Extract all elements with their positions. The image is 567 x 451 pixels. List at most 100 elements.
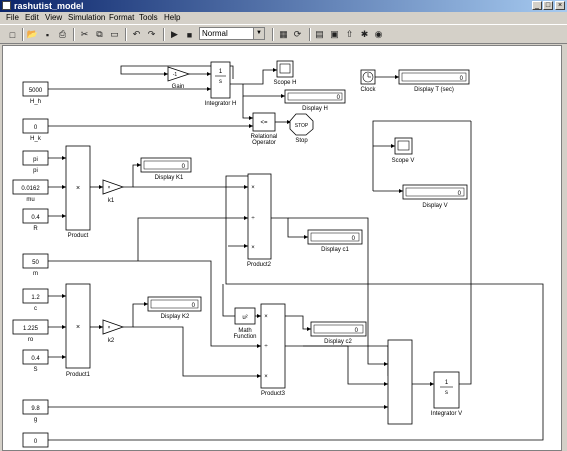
svg-text:u²: u² — [242, 315, 247, 321]
svg-text:1: 1 — [219, 69, 223, 75]
gain-block[interactable]: -1 Gain — [167, 66, 191, 90]
constant-h-k[interactable]: 0 H_k — [22, 118, 49, 142]
svg-text:Integrator V: Integrator V — [431, 411, 462, 417]
svg-text:0: 0 — [34, 439, 38, 445]
display-k1-block[interactable]: 0 Display K1 — [140, 157, 192, 181]
svg-text:ro: ro — [28, 337, 34, 343]
svg-text:Product3: Product3 — [261, 391, 286, 397]
menu-format[interactable]: Format — [109, 13, 135, 22]
relational-operator-block[interactable]: <= Relational Operator — [251, 112, 278, 146]
constant-ro[interactable]: 1.225 ro — [12, 319, 49, 343]
svg-text:×: × — [264, 314, 268, 320]
svg-text:9.8: 9.8 — [31, 406, 40, 412]
menu-simulation[interactable]: Simulation — [68, 13, 106, 22]
scope-v-block[interactable]: Scope V — [392, 137, 415, 164]
cut-icon[interactable]: ✂ — [80, 29, 89, 39]
svg-text:k1: k1 — [108, 198, 115, 204]
constant-c[interactable]: 1.2 c — [22, 288, 49, 312]
svg-text:Product2: Product2 — [247, 262, 272, 268]
menu-edit[interactable]: Edit — [25, 13, 39, 22]
integrator-v-block[interactable]: 1 s Integrator V — [431, 371, 462, 417]
product3-block[interactable]: × ÷ × Product3 — [260, 303, 286, 397]
integrator-h-block[interactable]: 1 s Integrator H — [205, 61, 237, 107]
scope-h-block[interactable]: Scope H — [273, 60, 297, 86]
svg-text:Display H: Display H — [302, 106, 328, 112]
open-icon[interactable]: 📂 — [26, 29, 39, 39]
svg-text:×: × — [108, 325, 111, 331]
svg-text:H_h: H_h — [30, 99, 41, 105]
copy-icon[interactable]: ⧉ — [96, 29, 103, 39]
redo-icon[interactable]: ↷ — [147, 29, 156, 39]
constant-pi[interactable]: pi pi — [22, 150, 49, 174]
debug-icon[interactable]: ✱ — [360, 29, 369, 39]
display-t-block[interactable]: 0 Display T (sec) — [398, 69, 470, 93]
vertical-scrollbar[interactable] — [562, 45, 567, 451]
constant-g[interactable]: 9.8 g — [22, 399, 49, 423]
svg-text:1.225: 1.225 — [23, 326, 39, 332]
svg-text:1.2: 1.2 — [31, 295, 40, 301]
menu-file[interactable]: File — [6, 13, 19, 22]
svg-text:c: c — [34, 306, 37, 312]
svg-text:s: s — [219, 79, 222, 85]
constant-r[interactable]: 0.4 R — [22, 208, 49, 232]
gain-k2-block[interactable]: × k2 — [102, 319, 125, 344]
build-icon[interactable]: ▦ — [279, 29, 288, 39]
menu-view[interactable]: View — [45, 13, 63, 22]
new-icon[interactable]: □ — [9, 29, 16, 40]
record-icon[interactable]: ◉ — [374, 29, 383, 39]
product2-block[interactable]: × ÷ × Product2 — [247, 173, 272, 268]
toolbar-separator — [163, 28, 165, 41]
close-icon[interactable]: × — [555, 1, 565, 10]
menu-bar: File Edit View Simulation Format Tools H… — [0, 12, 567, 24]
paste-icon[interactable]: ▭ — [110, 29, 119, 39]
clock-block[interactable]: Clock — [360, 69, 376, 93]
model-explorer-icon[interactable]: ▣ — [330, 29, 339, 39]
menu-help[interactable]: Help — [164, 13, 181, 22]
display-k2-block[interactable]: 0 Display K2 — [147, 296, 202, 320]
constant-h-h[interactable]: 5000 H_h — [22, 81, 49, 105]
start-simulation-icon[interactable]: ▶ — [171, 29, 178, 39]
chevron-down-icon[interactable]: ▼ — [253, 28, 264, 39]
svg-text:H_k: H_k — [30, 136, 42, 142]
maximize-icon[interactable]: □ — [543, 1, 553, 10]
save-icon[interactable]: ▪ — [45, 29, 50, 40]
product1-block[interactable]: × Product1 — [65, 283, 91, 378]
model-canvas[interactable]: 5000 H_h 0 H_k pi pi 0.0162 mu 0.4 R 50 … — [2, 45, 562, 451]
svg-text:pi: pi — [33, 157, 38, 163]
constant-mu[interactable]: 0.0162 mu — [12, 179, 49, 203]
undo-icon[interactable]: ↶ — [132, 29, 141, 39]
minimize-icon[interactable]: _ — [532, 1, 542, 10]
display-c1-block[interactable]: 0 Display c1 — [307, 229, 363, 253]
constant-zero[interactable]: 0 — [22, 432, 49, 448]
simulation-mode-select[interactable]: Normal ▼ — [199, 27, 265, 40]
svg-text:g: g — [34, 417, 37, 423]
library-browser-icon[interactable]: ▤ — [315, 29, 324, 39]
svg-text:0: 0 — [34, 125, 38, 131]
product-block[interactable]: × Product — [65, 145, 91, 239]
window-title: rashutist_model — [14, 1, 84, 11]
go-to-parent-icon[interactable]: ⇧ — [345, 29, 354, 39]
stop-simulation-icon[interactable]: ■ — [186, 29, 193, 40]
display-h-block[interactable]: 0 Display H — [284, 89, 346, 112]
constant-m[interactable]: 50 m — [22, 253, 49, 277]
menu-tools[interactable]: Tools — [139, 13, 158, 22]
sum-block[interactable] — [387, 339, 413, 425]
math-function-block[interactable]: u² Math Function — [233, 307, 257, 340]
stop-block[interactable]: STOP Stop — [289, 113, 314, 144]
svg-text:×: × — [264, 374, 268, 380]
svg-text:Integrator H: Integrator H — [205, 101, 237, 107]
print-icon[interactable]: ⎙ — [58, 29, 67, 39]
gain-k1-block[interactable]: × k1 — [102, 179, 125, 204]
update-diagram-icon[interactable]: ⟳ — [293, 29, 302, 39]
svg-text:k2: k2 — [108, 338, 115, 344]
svg-text:0: 0 — [352, 236, 356, 242]
svg-text:S: S — [33, 367, 37, 373]
display-v-block[interactable]: 0 Display V — [402, 184, 468, 209]
constant-s[interactable]: 0.4 S — [22, 349, 49, 373]
svg-text:Math: Math — [238, 328, 251, 334]
svg-text:m: m — [33, 271, 38, 277]
toolbar-separator — [125, 28, 127, 41]
svg-text:0: 0 — [458, 191, 462, 197]
display-c2-block[interactable]: 0 Display c2 — [310, 321, 367, 345]
svg-text:×: × — [251, 185, 255, 191]
